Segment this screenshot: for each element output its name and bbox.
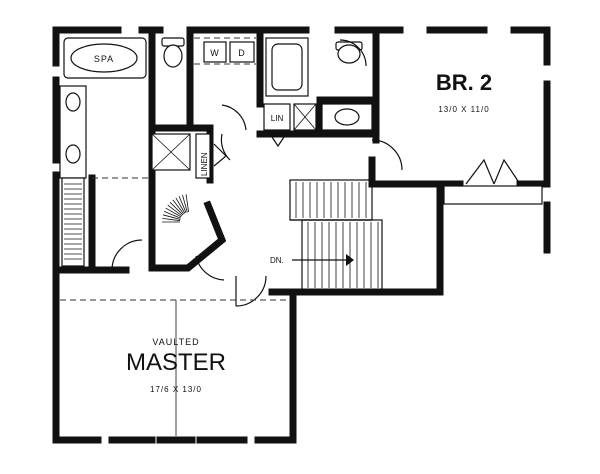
exterior-walls <box>52 26 551 444</box>
br2-name: BR. 2 <box>436 70 492 95</box>
stairs <box>289 179 383 291</box>
spa-label: SPA <box>94 54 114 64</box>
closet-rod-hatch <box>165 207 182 218</box>
bath2-toilet <box>337 44 361 64</box>
master-bedroom: VAULTED MASTER 17/6 X 13/0 <box>60 299 290 436</box>
linen-label: LINEN <box>200 152 209 176</box>
closet-rod-hatch <box>175 197 186 214</box>
toilet-bowl <box>163 44 183 68</box>
lin-label: LIN <box>271 114 284 123</box>
closet-rod-hatch <box>163 210 181 219</box>
arrow-icon <box>346 254 354 266</box>
closet-rod-left <box>61 177 85 267</box>
dryer-label: D <box>238 48 246 58</box>
closet-rod-hatch <box>167 204 183 217</box>
br2-closet <box>443 185 543 205</box>
master-name: MASTER <box>126 349 226 376</box>
stairs-down-label: DN. <box>270 256 284 265</box>
double-vanity <box>59 85 87 179</box>
linen-closet: LINEN <box>195 133 227 179</box>
closet-rod-hatch <box>178 196 187 213</box>
washer-label: W <box>210 48 220 58</box>
bath2-vanity <box>321 103 373 131</box>
master-dims: 17/6 X 13/0 <box>150 385 202 394</box>
closet-rod-hatch <box>162 217 181 222</box>
door-swings <box>111 39 403 307</box>
interior-walls <box>52 26 387 274</box>
dryer <box>229 41 255 63</box>
laundry: W D <box>194 37 256 65</box>
closet-rod-hatch <box>162 214 181 220</box>
master-bath: SPA <box>59 37 191 267</box>
closet-rod-hatch <box>169 202 184 216</box>
closet-rod-hatch <box>172 199 185 215</box>
br2-dims: 13/0 X 11/0 <box>438 105 489 114</box>
washer <box>203 41 227 63</box>
closet-rod-hatch <box>185 194 189 213</box>
master-title: VAULTED <box>152 337 199 347</box>
bedroom-2: BR. 2 13/0 X 11/0 <box>436 70 543 205</box>
lin-closet <box>263 103 291 131</box>
closet-rod-hatch <box>182 194 188 213</box>
